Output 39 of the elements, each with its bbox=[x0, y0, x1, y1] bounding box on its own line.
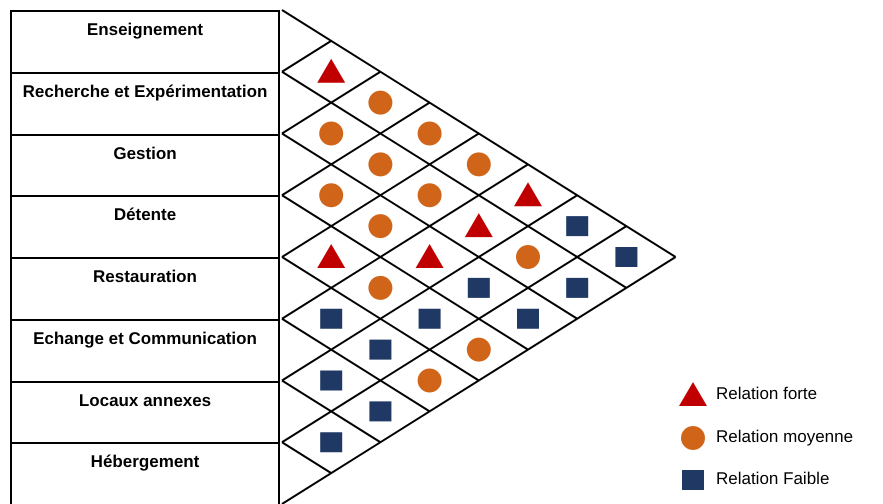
circle-marker bbox=[516, 245, 540, 269]
row-label: Recherche et Expérimentation bbox=[10, 72, 280, 136]
circle-marker bbox=[418, 183, 442, 208]
row-label: Enseignement bbox=[10, 10, 280, 74]
legend-label: Relation forte bbox=[716, 384, 818, 404]
square-marker bbox=[566, 216, 588, 236]
square-marker bbox=[320, 308, 342, 329]
square-marker bbox=[468, 278, 490, 298]
triangle-marker bbox=[317, 244, 346, 268]
row-label: Locaux annexes bbox=[10, 380, 280, 444]
circle-marker bbox=[368, 214, 392, 238]
square-marker bbox=[369, 401, 392, 422]
circle-marker bbox=[466, 338, 491, 362]
legend-label: Relation Faible bbox=[716, 469, 830, 489]
triangle-marker bbox=[514, 182, 542, 206]
circle-marker bbox=[368, 276, 392, 300]
row-label: Echange et Communication bbox=[10, 318, 280, 382]
circle-marker bbox=[319, 122, 344, 146]
circle-marker bbox=[466, 152, 491, 176]
triangle-marker bbox=[416, 244, 444, 268]
circle-marker bbox=[319, 183, 344, 208]
triangle-marker bbox=[464, 213, 493, 238]
square-marker bbox=[320, 370, 342, 390]
square-marker bbox=[615, 247, 638, 267]
circle-marker bbox=[418, 122, 442, 146]
square-marker bbox=[566, 278, 588, 298]
square-marker bbox=[517, 308, 539, 329]
circle-marker bbox=[418, 368, 442, 392]
row-label: Restauration bbox=[10, 257, 280, 321]
row-label: Hébergement bbox=[10, 442, 280, 504]
circle-marker bbox=[368, 152, 392, 176]
circle-marker bbox=[368, 90, 392, 115]
row-label: Détente bbox=[10, 195, 280, 259]
square-marker bbox=[418, 308, 441, 329]
square-marker bbox=[369, 340, 392, 360]
legend-label: Relation moyenne bbox=[716, 427, 854, 447]
triangle-marker bbox=[317, 58, 346, 83]
row-label: Gestion bbox=[10, 134, 280, 198]
square-marker bbox=[320, 432, 342, 452]
